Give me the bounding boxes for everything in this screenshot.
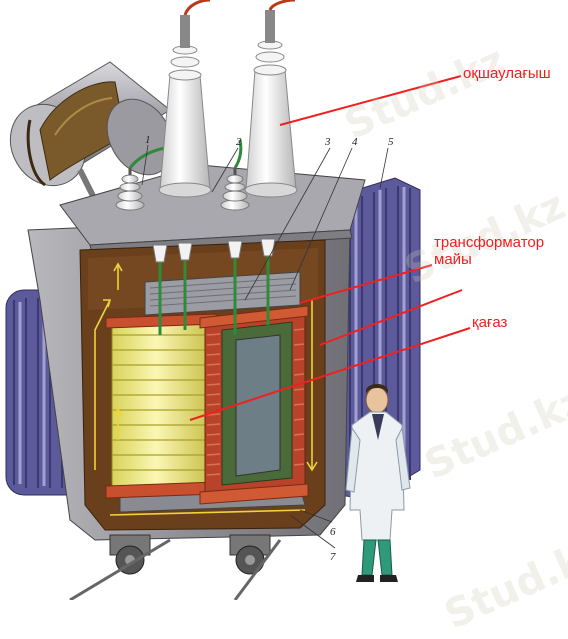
leader-insulator bbox=[279, 75, 462, 126]
base-wheels bbox=[69, 534, 282, 600]
label-oil-line2: майы bbox=[434, 251, 472, 268]
conservator-tank bbox=[9, 61, 174, 187]
oil-flow-arrows bbox=[94, 262, 318, 516]
part-number-1: 1 bbox=[145, 134, 151, 146]
annotation-lines bbox=[189, 75, 471, 421]
part-number-6: 6 bbox=[330, 526, 336, 538]
number-leaders bbox=[141, 144, 389, 549]
hv-bushings bbox=[158, 0, 298, 198]
transformer-illustration bbox=[5, 0, 471, 600]
leader-oil-2 bbox=[319, 289, 463, 346]
part-number-4: 4 bbox=[352, 136, 358, 148]
leader-oil bbox=[299, 264, 433, 304]
right-coil bbox=[199, 305, 309, 505]
part-number-2: 2 bbox=[236, 136, 242, 148]
left-coil bbox=[105, 313, 217, 499]
label-oil-line1: трансформатор bbox=[434, 234, 545, 251]
transformer-diagram: Stud.kz Stud.kz Stud.kz Stud.kz 1 2 3 4 … bbox=[5, 0, 568, 639]
person-figure bbox=[345, 384, 411, 582]
label-paper: қағаз bbox=[472, 314, 508, 331]
part-number-7: 7 bbox=[330, 551, 336, 563]
lv-bushings bbox=[115, 139, 250, 211]
label-insulator: оқшаулағыш bbox=[463, 65, 551, 82]
part-number-5: 5 bbox=[388, 136, 394, 148]
part-number-3: 3 bbox=[325, 136, 331, 148]
coil-leads bbox=[158, 248, 270, 335]
leader-paper bbox=[189, 327, 471, 421]
